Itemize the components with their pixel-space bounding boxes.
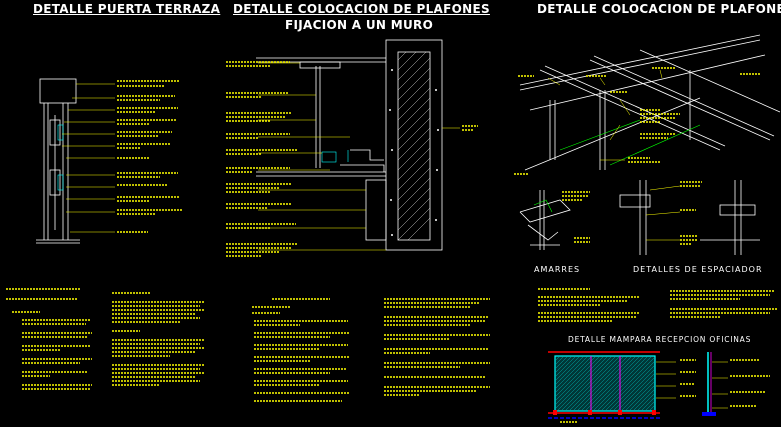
label-amarres: AMARRES	[534, 265, 581, 274]
title-puerta-terraza: DETALLE PUERTA TERRAZA	[33, 2, 221, 16]
title-plafones-iso: DETALLE COLOCACION DE PLAFONES	[537, 2, 781, 16]
mampara-drawing	[548, 351, 716, 419]
spec-notes-left	[6, 288, 205, 390]
title-plafones-muro: DETALLE COLOCACION DE PLAFONES	[233, 2, 490, 16]
spec-notes-center	[252, 298, 490, 402]
title-fijacion-muro: FIJACION A UN MURO	[285, 18, 434, 32]
title-mampara: DETALLE MAMPARA RECEPCION OFICINAS	[568, 335, 752, 344]
spec-notes-right	[538, 288, 778, 322]
label-espaciador: DETALLES DE ESPACIADOR	[633, 265, 763, 274]
